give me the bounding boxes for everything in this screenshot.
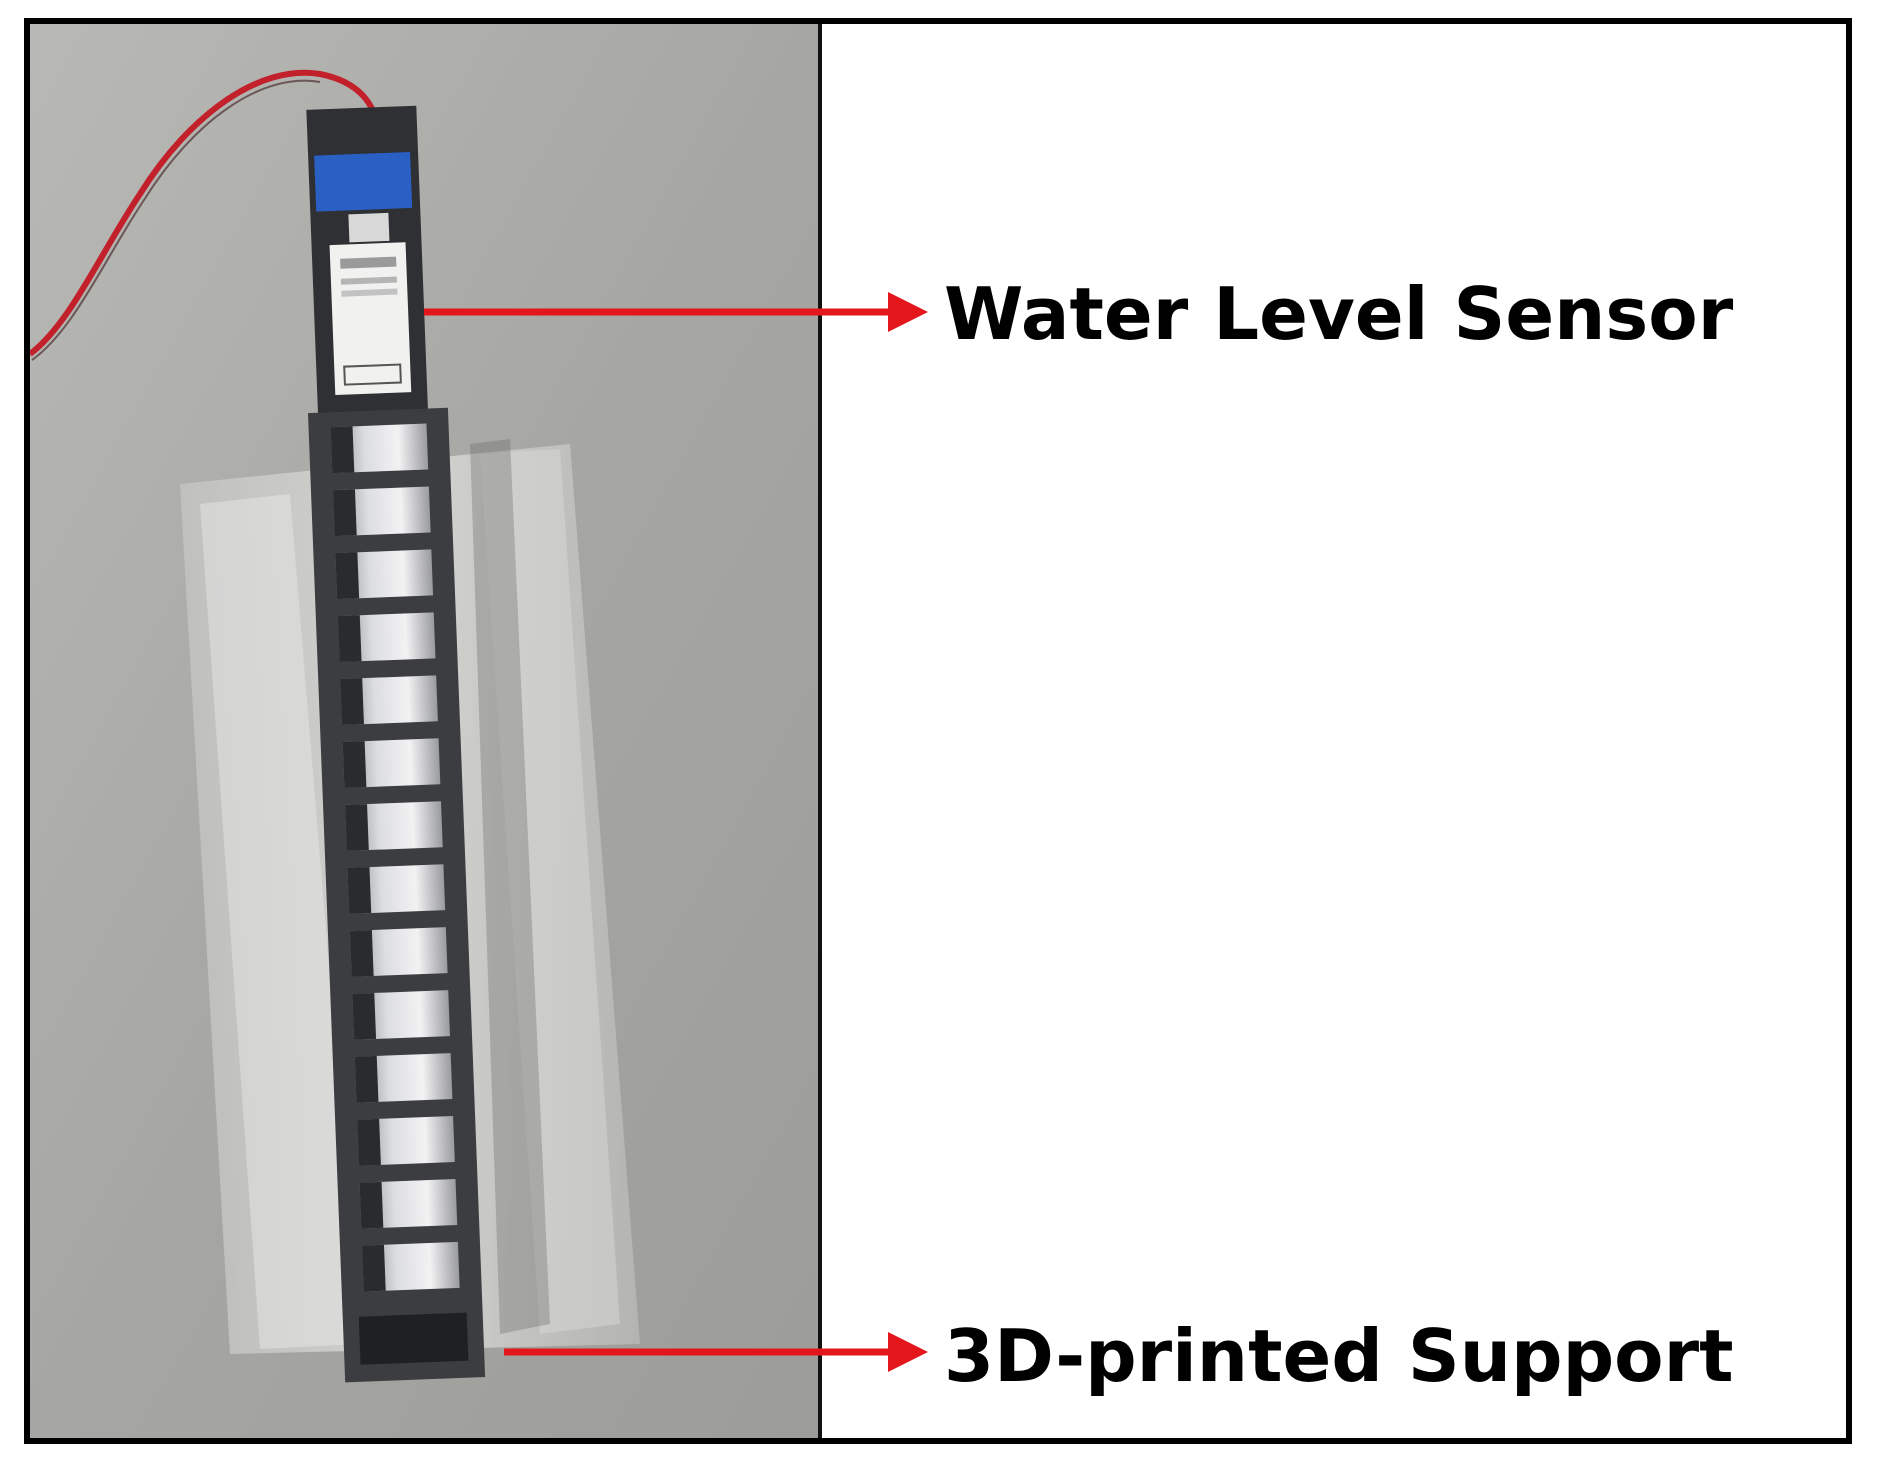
- support-window: [361, 1241, 460, 1292]
- support-window: [354, 1053, 453, 1103]
- support-window-edge: [335, 552, 360, 600]
- sensor-photo: [30, 24, 822, 1438]
- support-window-edge: [352, 992, 377, 1040]
- support-window-edge: [340, 678, 364, 725]
- sensor-arrow: [424, 292, 928, 332]
- water-level-sensor-label: Water Level Sensor: [944, 272, 1734, 356]
- support-window: [340, 675, 438, 725]
- support-window: [347, 864, 446, 914]
- support-window: [345, 801, 443, 851]
- support-window-edge: [347, 867, 372, 914]
- support-window: [352, 990, 451, 1040]
- support-window-edge: [330, 426, 355, 474]
- support-window-edge: [337, 615, 362, 663]
- support-window: [335, 549, 434, 600]
- sensor-holder: [306, 105, 429, 420]
- support-window-edge: [357, 1118, 381, 1166]
- support-window: [357, 1116, 455, 1166]
- photo-illustration: [30, 24, 818, 1438]
- support-shadow: [470, 439, 550, 1334]
- support-arrow: [504, 1332, 928, 1372]
- blue-tape: [314, 151, 413, 212]
- support-window-edge: [349, 929, 374, 977]
- support-window: [337, 612, 436, 663]
- support-window-edge: [361, 1244, 386, 1292]
- support-window: [330, 423, 429, 474]
- support-window: [349, 927, 448, 977]
- support-window-edge: [345, 804, 369, 851]
- support-window-edge: [342, 741, 367, 788]
- support-window: [342, 738, 441, 788]
- support-window-edge: [359, 1181, 384, 1229]
- printed-support: [307, 407, 486, 1383]
- printed-support-label: 3D-printed Support: [944, 1314, 1734, 1398]
- support-window: [332, 486, 431, 537]
- support-window-edge: [354, 1055, 379, 1103]
- support-window: [359, 1178, 458, 1229]
- support-window-edge: [332, 489, 357, 537]
- sensor-cable: [30, 69, 383, 357]
